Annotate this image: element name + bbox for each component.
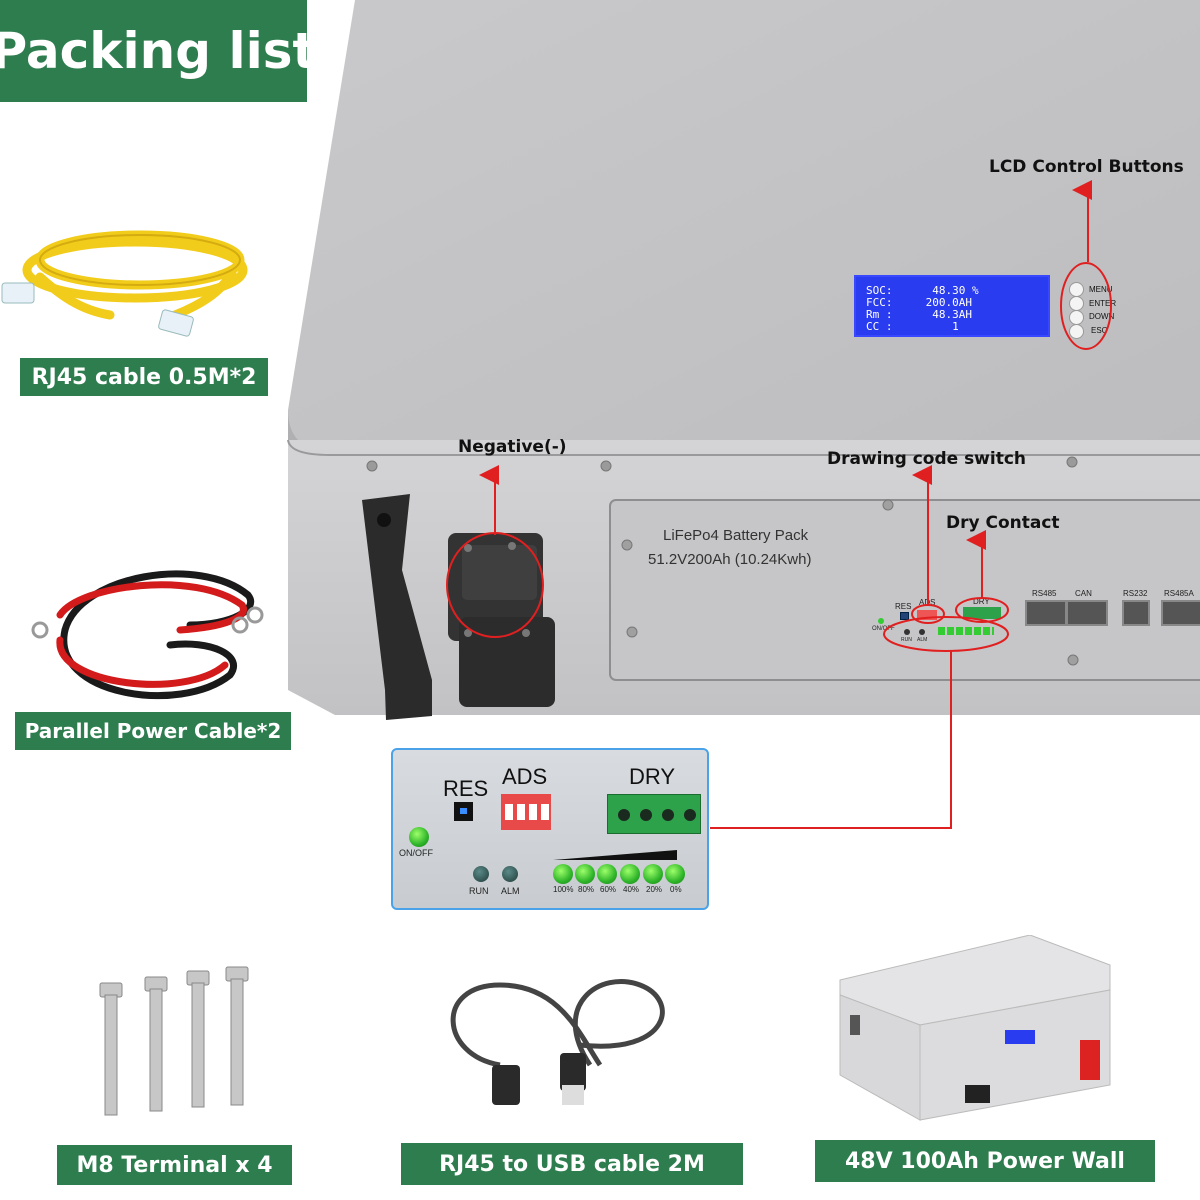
zoom-soc-led-20 (643, 864, 663, 884)
can-label: CAN (1075, 589, 1092, 598)
page-title: Packing list (0, 0, 316, 102)
down-button-label: DOWN (1089, 312, 1115, 321)
rj45-cable-image (1, 230, 248, 337)
dry-label-small: DRY (973, 597, 990, 606)
zoom-pct-80: 80% (578, 885, 595, 894)
alm-led-small (919, 629, 925, 635)
m8-terminal-label: M8 Terminal x 4 (57, 1145, 292, 1185)
negative-callout: Negative(-) (458, 437, 567, 457)
zoom-soc-led-80 (575, 864, 595, 884)
onoff-label-small: ON/OFF (872, 626, 895, 632)
rs485a-port[interactable] (1161, 600, 1200, 626)
zoom-res-switch[interactable] (454, 802, 473, 821)
m8-terminal-image (99, 966, 249, 1116)
zoom-onoff-label: ON/OFF (399, 848, 433, 858)
rj45-cable-label: RJ45 cable 0.5M*2 (20, 358, 268, 396)
zoom-run-led (473, 866, 489, 882)
control-panel-zoom: RES ADS DRY ON/OFF RUN ALM 100% 80% 60% … (391, 748, 709, 910)
power-led-small (878, 618, 884, 624)
zoom-run-label: RUN (469, 886, 489, 896)
rj45-usb-cable-image (450, 979, 665, 1105)
run-label-small: RUN (901, 637, 912, 643)
lcd-line-cc: CC : 1 (866, 320, 959, 333)
zoom-soc-led-60 (597, 864, 617, 884)
parallel-cable-image (31, 570, 264, 700)
zoom-soc-led-40 (620, 864, 640, 884)
zoom-pct-20: 20% (646, 885, 663, 894)
power-wall-label: 48V 100Ah Power Wall (815, 1140, 1155, 1182)
esc-button-label: ESC (1091, 326, 1108, 335)
zoom-dry-label: DRY (629, 764, 676, 789)
res-label-small: RES (895, 602, 912, 611)
run-led-small (904, 629, 910, 635)
zoom-soc-led-0 (665, 864, 685, 884)
panel-name: LiFePo4 Battery Pack (663, 527, 809, 544)
rj45-usb-cable-label: RJ45 to USB cable 2M (401, 1143, 743, 1185)
ads-switch-small[interactable] (917, 610, 937, 620)
can-port[interactable] (1066, 600, 1108, 626)
menu-button-label: MENU (1089, 285, 1113, 294)
lcd-line-soc: SOC: 48.30 % (866, 284, 979, 297)
zoom-pct-60: 60% (600, 885, 617, 894)
lcd-line-rm: Rm : 48.3AH (866, 308, 972, 321)
zoom-ads-label: ADS (502, 764, 548, 789)
rs232-label: RS232 (1123, 589, 1148, 598)
zoom-soc-led-100 (553, 864, 573, 884)
rs232-port[interactable] (1122, 600, 1150, 626)
esc-button[interactable] (1069, 324, 1084, 339)
alm-label-small: ALM (917, 637, 928, 643)
zoom-power-led (409, 827, 429, 847)
rs485-label: RS485 (1032, 589, 1057, 598)
enter-button-label: ENTER (1089, 299, 1117, 308)
lcd-screen: SOC: 48.30 % FCC: 200.0AH Rm : 48.3AH CC… (854, 275, 1050, 337)
zoom-res-label: RES (443, 776, 489, 801)
power-wall-image (839, 935, 1111, 1121)
dry-contact-callout: Dry Contact (946, 513, 1060, 533)
zoom-alm-label: ALM (501, 886, 520, 896)
res-switch-small[interactable] (900, 612, 909, 620)
zoom-pct-0: 0% (670, 885, 682, 894)
zoom-pct-100: 100% (553, 885, 574, 894)
zoom-dry-contact[interactable] (607, 794, 701, 834)
panel-spec: 51.2V200Ah (10.24Kwh) (648, 551, 812, 568)
zoom-alm-led (502, 866, 518, 882)
zoom-pct-40: 40% (623, 885, 640, 894)
zoom-soc-wedge (553, 850, 677, 860)
soc-leds-small (938, 627, 994, 635)
parallel-cable-label: Parallel Power Cable*2 (15, 712, 291, 750)
zoom-ads-switch[interactable] (501, 794, 551, 830)
drawing-code-callout: Drawing code switch (827, 449, 1027, 469)
lcd-line-fcc: FCC: 200.0AH (866, 296, 972, 309)
rs485a-label: RS485A (1164, 589, 1194, 598)
lcd-buttons-callout: LCD Control Buttons (989, 157, 1184, 177)
dry-contact-small[interactable] (963, 607, 1001, 619)
